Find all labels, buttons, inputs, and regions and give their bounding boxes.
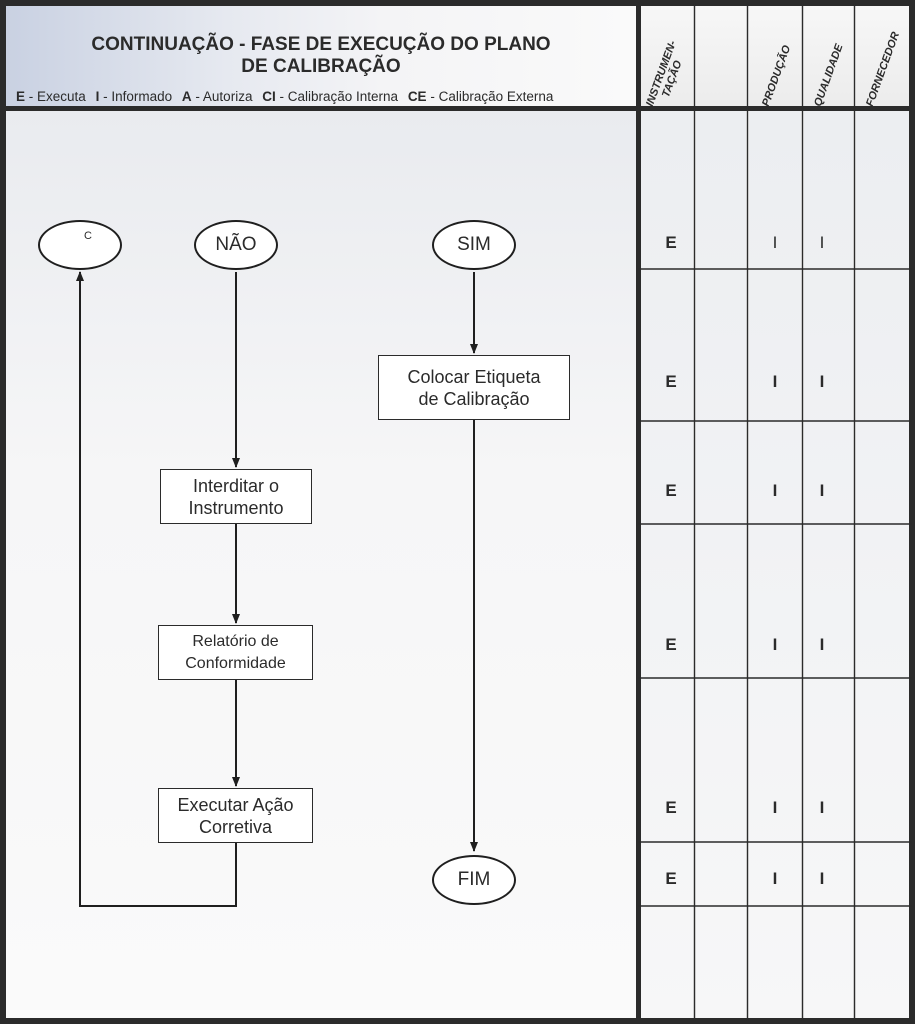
- title-line-2: DE CALIBRAÇÃO: [241, 56, 401, 77]
- flowchart-area: [6, 111, 636, 1019]
- process-colocar-etiqueta: Colocar Etiqueta de Calibração: [378, 355, 570, 420]
- matrix-row3-producao: I: [772, 481, 778, 500]
- terminal-fim: FIM: [432, 855, 516, 905]
- process-acao-line1: Executar Ação: [177, 794, 294, 815]
- legend-code-a: A: [181, 89, 192, 104]
- legend: E - Executa I - Informado A - Autoriza C…: [16, 89, 636, 104]
- col-instrumentacao: [641, 111, 693, 1019]
- process-interditar-line2: Instrumento: [188, 497, 284, 518]
- process-interditar-instrumento: Interditar o Instrumento: [160, 469, 312, 524]
- header-panel: [6, 6, 636, 106]
- col-head-fornecedor: [856, 6, 909, 106]
- legend-code-i: I: [95, 89, 100, 104]
- matrix-row6-producao: I: [772, 869, 778, 888]
- matrix-row4-qualidade: I: [819, 635, 825, 654]
- legend-text-e: - Executa: [28, 89, 86, 104]
- matrix-row4-producao: I: [772, 635, 778, 654]
- matrix-row3-instrumentacao: E: [665, 481, 677, 500]
- title-line-1: CONTINUAÇÃO - FASE DE EXECUÇÃO DO PLANO: [91, 34, 551, 55]
- process-relatorio-line2: Conformidade: [185, 654, 286, 672]
- connector-c-label: C: [84, 230, 92, 242]
- legend-text-ci: - Calibração Interna: [279, 89, 399, 104]
- matrix-row3-qualidade: I: [819, 481, 825, 500]
- legend-code-ce: CE: [407, 89, 427, 104]
- terminal-nao: NÃO: [194, 220, 278, 270]
- legend-code-e: E: [16, 89, 26, 104]
- terminal-sim: SIM: [432, 220, 516, 270]
- col-fornecedor: [856, 111, 909, 1019]
- legend-code-ci: CI: [262, 89, 276, 104]
- col-head-blank: [696, 6, 746, 106]
- process-acao-line2: Corretiva: [198, 816, 272, 837]
- matrix-row6-qualidade: I: [819, 869, 825, 888]
- matrix-row5-instrumentacao: E: [665, 798, 677, 817]
- matrix-row1-instrumentacao: E: [665, 233, 677, 252]
- col-blank: [696, 111, 746, 1019]
- matrix-row4-instrumentacao: E: [665, 635, 677, 654]
- process-relatorio-line1: Relatório de: [192, 632, 279, 650]
- legend-text-ce: - Calibração Externa: [430, 89, 554, 104]
- matrix-row2-producao: I: [772, 372, 778, 391]
- matrix-row2-instrumentacao: E: [665, 372, 677, 391]
- process-colocar-etiqueta-line2: de Calibração: [418, 388, 530, 409]
- matrix-row2-qualidade: I: [819, 372, 825, 391]
- process-executar-acao-corretiva: Executar Ação Corretiva: [158, 788, 313, 843]
- col-head-producao: [749, 6, 801, 106]
- connector-c: C: [38, 220, 122, 270]
- col-head-instrumentacao: [641, 6, 693, 106]
- col-producao: [749, 111, 801, 1019]
- process-interditar-line1: Interditar o: [192, 475, 280, 496]
- legend-text-a: - Autoriza: [195, 89, 253, 104]
- matrix-row1-qualidade: I: [819, 233, 825, 252]
- matrix-row5-producao: I: [772, 798, 778, 817]
- matrix-row5-qualidade: I: [819, 798, 825, 817]
- matrix-row1-producao: I: [772, 233, 778, 252]
- page-title: CONTINUAÇÃO - FASE DE EXECUÇÃO DO PLANO …: [6, 34, 636, 78]
- process-relatorio-conformidade: Relatório de Conformidade: [158, 625, 313, 680]
- col-head-qualidade: [804, 6, 853, 106]
- col-qualidade: [804, 111, 853, 1019]
- process-colocar-etiqueta-line1: Colocar Etiqueta: [407, 366, 541, 387]
- matrix-row6-instrumentacao: E: [665, 869, 677, 888]
- legend-text-i: - Informado: [103, 89, 173, 104]
